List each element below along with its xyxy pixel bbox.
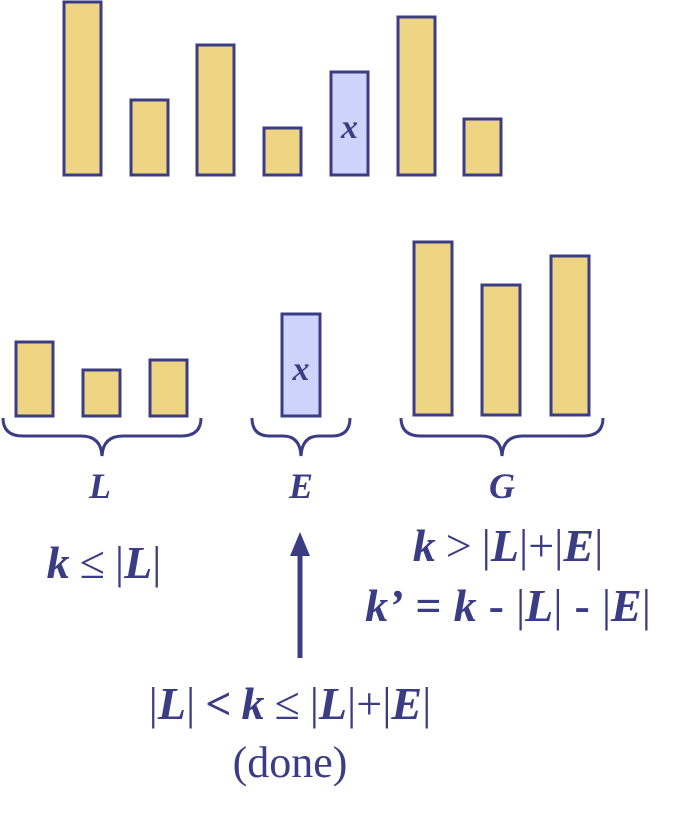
E-pivot-label: x	[292, 351, 310, 388]
L-bar-2	[81, 368, 122, 418]
condition-bottom-done: (done)	[233, 738, 348, 787]
condition-left: k≤|L|	[47, 537, 162, 588]
up-arrow-icon	[290, 532, 310, 658]
top-bar-2	[129, 98, 170, 177]
partition-L: L	[1, 340, 203, 506]
G-brace	[399, 417, 605, 457]
G-bar-2	[480, 283, 522, 417]
G-bar-1	[412, 240, 454, 417]
condition-right-line2: k’=k-|L|-|E|	[365, 580, 651, 631]
E-label: E	[288, 466, 313, 506]
partition-G: G	[399, 240, 605, 506]
condition-bottom-line1: |L|<k≤|L|+|E|	[149, 678, 432, 729]
E-brace	[250, 417, 352, 457]
top-row: x	[62, 0, 503, 177]
top-pivot-bar	[329, 70, 370, 177]
L-bar-3	[148, 358, 189, 418]
L-brace	[1, 417, 203, 457]
G-bar-3	[549, 254, 591, 417]
top-bar-1	[62, 0, 103, 177]
top-bar-3	[195, 43, 236, 177]
L-label: L	[88, 466, 111, 506]
top-bar-4	[262, 126, 303, 177]
top-pivot-label: x	[340, 109, 358, 146]
top-bar-7	[462, 117, 503, 177]
L-bar-1	[14, 340, 55, 418]
G-label: G	[489, 466, 515, 506]
condition-right-line1: k>|L|+|E|	[413, 520, 604, 571]
top-bar-6	[396, 15, 437, 177]
partition-E: x E	[250, 312, 352, 506]
E-pivot-bar	[280, 312, 322, 418]
